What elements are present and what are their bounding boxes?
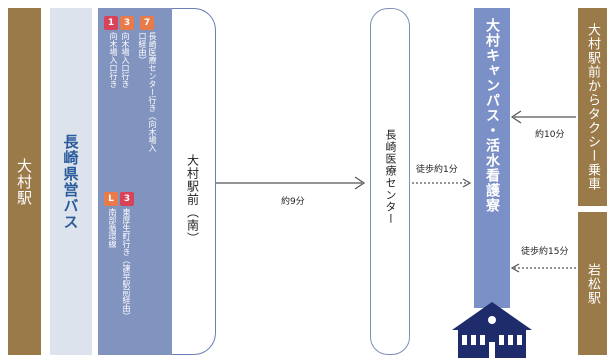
omura-ekimae-column: 大村駅前（南） (174, 8, 212, 355)
route-text-7: 長崎医療センター行き（向木場入口経由） (138, 32, 157, 152)
upper-routes: 7 長崎医療センター行き（向木場入口経由） 1 3 向木場入口行き 向木場入口行… (104, 16, 157, 152)
hospital-column: 長崎医療センター (370, 8, 410, 355)
route-badge-3-lower: 3 (120, 192, 134, 206)
route-badge-7: 7 (140, 16, 154, 30)
campus-column: 大村キャンパス・活水看護寮 (474, 8, 510, 308)
route-badge-1: 1 (104, 16, 118, 30)
bus-company-label: 長崎県営バス (61, 133, 80, 230)
route-badge-3: 3 (120, 16, 134, 30)
omura-station-label: 大村駅 (15, 157, 33, 206)
taxi-label: 大村駅前からタクシー乗車 (585, 23, 600, 191)
omura-station-column: 大村駅 (8, 8, 41, 355)
walk-hospital-duration-label: 徒歩約1分 (416, 165, 458, 175)
iwamatsu-column: 岩松駅 (578, 212, 607, 355)
route-badges-l-3: L 3 (104, 192, 134, 206)
route-panel: 7 長崎医療センター行き（向木場入口経由） 1 3 向木場入口行き 向木場入口行… (98, 8, 175, 355)
hospital-label: 長崎医療センター (384, 129, 397, 225)
campus-label: 大村キャンパス・活水看護寮 (484, 18, 500, 213)
route-text-higashikosei: 東厚生町行き（諫早駅前経由） (122, 208, 131, 320)
lower-routes: L 3 東厚生町行き（諫早駅前経由） 南部循環線 (104, 192, 134, 344)
omura-ekimae-frame (172, 8, 216, 355)
taxi-arrow-head (510, 110, 522, 124)
iwamatsu-label: 岩松駅 (585, 262, 600, 305)
walk-hospital-arrow-head (462, 178, 472, 188)
route-text-3: 向木場入口行き (109, 32, 118, 88)
route-text-1: 向木場入口行き (121, 32, 130, 88)
bus-arrow-head (354, 176, 366, 190)
taxi-duration-label: 約10分 (535, 130, 565, 140)
route-badge-l: L (104, 192, 118, 206)
route-text-nanbu: 南部循環線 (108, 208, 117, 248)
route-badges-1-3: 1 3 (104, 16, 134, 30)
taxi-column: 大村駅前からタクシー乗車 (578, 8, 607, 206)
walk-iwamatsu-arrow-head (510, 263, 520, 273)
school-building-icon (452, 302, 532, 358)
bus-duration-label: 約9分 (281, 197, 305, 207)
omura-ekimae-label: 大村駅前（南） (185, 154, 200, 245)
bus-company-column: 長崎県営バス (50, 8, 92, 355)
walk-iwamatsu-duration-label: 徒歩約15分 (521, 247, 569, 257)
